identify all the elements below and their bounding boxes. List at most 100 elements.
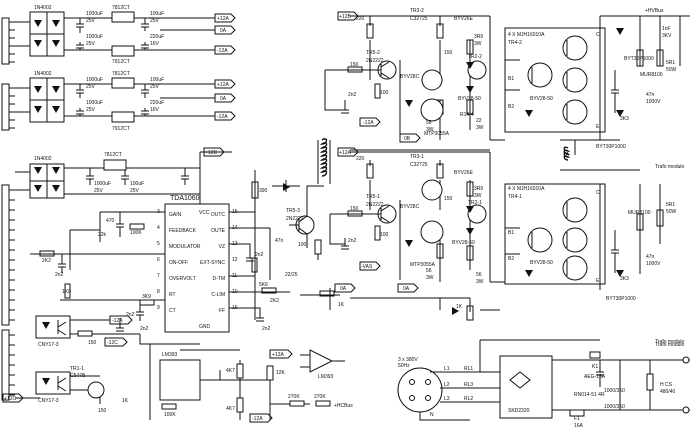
r-label: 270K [288,394,300,400]
mosfet-label: MTP3055A [424,131,450,137]
regulator-label: 7812CT [112,5,130,11]
node-label: E [596,124,600,130]
c-label: 47n [646,92,655,98]
c-label: 2n2 [348,238,357,244]
tda1060-chip [164,203,230,333]
chip-pin-left: ON-OFF [169,260,188,266]
transistor-type: 2N2222 [286,216,304,222]
c-label: 1000/350 [604,388,625,394]
c-voltage: 1000V [646,99,661,105]
r-label: 150 [98,408,107,414]
cap-label: 1000uF [86,11,103,17]
relay-label: RL1 [464,366,473,372]
opto-label: CNY17-3 [38,342,59,348]
r-label: 3K9 [142,294,151,300]
transistor-type: 2N2222 [366,58,384,64]
transistor-name: TR5-2 [366,50,380,56]
net-tag: +12A [217,82,229,88]
chip-pin-number: 6 [157,257,160,263]
r-label: H CS [660,382,673,388]
phase-label: L1 [444,366,450,372]
c-label: 470 [106,218,115,224]
net-tag: +12A [339,150,351,156]
r-label: 2K2 [270,298,279,304]
net-tag: 0B [404,136,411,142]
net-tag: 0A [340,286,347,292]
r-label: 150 [444,196,453,202]
c-label: 2n2 [140,326,149,332]
chip-pin-left: RT [169,292,176,298]
node-label: B1 [508,76,514,82]
chip-pin-right: FF [219,308,225,314]
r-label: 4K7 [226,406,235,412]
regulator-label: 7912CT [112,59,130,65]
r-watt: 3W [426,275,434,281]
r-watt: 3W [474,41,482,47]
r-label: 270K [314,394,326,400]
c-voltage: 1000V [646,261,661,267]
r-label: 22 [476,118,482,124]
mains-frequency: 50Hz [398,363,410,369]
transistor-name: TR5-1 [366,194,380,200]
chip-pin-left: CT [169,308,176,314]
net-tag: -12A [217,114,228,120]
r-label: 1K [456,304,463,310]
diodes-label: 1N4002 [34,71,52,77]
r-label: 3R9 [474,34,483,40]
power-stage-top: 220 TR3-2 C32725 BYV26E 3R9 3W TR2-2 150… [317,8,690,184]
diode-label: MUR8100 [640,72,663,78]
c-label: 2n2 [55,272,64,278]
cap-voltage: 16V [150,107,160,113]
r-label: 56 [426,120,432,126]
transistor-name: TR3-1 [410,154,424,160]
relay-label: RL3 [464,382,473,388]
bottom-left: CNY17-3 CNY17-3 150 -12A -12C +12C TR1-1… [2,315,353,423]
bridge-label: SKD2320 [508,408,530,414]
r-label: 5R1 [666,202,675,208]
bank-label: 4 X MJH16010A [508,32,545,38]
net-tag: -12A [112,318,123,324]
cap-label: 100uF [150,11,164,17]
r-label: 220 [356,16,365,22]
r-label: 100K [164,412,176,418]
node-label: E [596,278,600,284]
c-label: 150 [350,62,359,68]
chip-pin-left: OVERVOLT [169,276,196,282]
diodes-label: 1N4002 [34,156,52,162]
c-label: 2n2 [126,312,135,318]
cap-voltage: 25V [150,84,160,90]
diode-label: BYT30P1000 [606,296,636,302]
relay-label: K1 [592,364,598,370]
r-label: 22k [98,232,107,238]
r-label: 56 [476,272,482,278]
diode-label: BYV28-50 [452,240,475,246]
r-label: 150 [88,340,97,346]
diode-label: MUR8100 [628,210,651,216]
transistor-name: TR2-2 [468,54,482,60]
r-label: 3R9 [474,186,483,192]
net-tag: -12A [217,48,228,54]
r-watt: 3W [476,125,484,131]
regulator-label: 7812CT [112,71,130,77]
c-label: 150 [350,206,359,212]
r-label: 56 [426,268,432,274]
r-label: 4K7 [226,368,235,374]
transistor-name: TR5-3 [286,208,300,214]
chip-pin-number: 4 [157,225,160,231]
r-watt: 3W [474,193,482,199]
r-label: 12K [276,370,286,376]
c-label: 2n2 [262,326,271,332]
node-label: C [596,190,600,196]
chip-pin-right: OUTE [211,228,226,234]
bridge-rectifier [499,355,553,419]
net-label: +HCBus [334,403,353,409]
r-label: 1K [338,302,345,308]
node-label: C [596,32,600,38]
net-tag: 0A [403,286,410,292]
phase-label: L2 [444,382,450,388]
r-watt: 3W [476,279,484,285]
diode-label: BYV28-50 [530,96,553,102]
cap-label: 220uF [150,34,164,40]
transistor-name: TR1-1 [70,366,84,372]
